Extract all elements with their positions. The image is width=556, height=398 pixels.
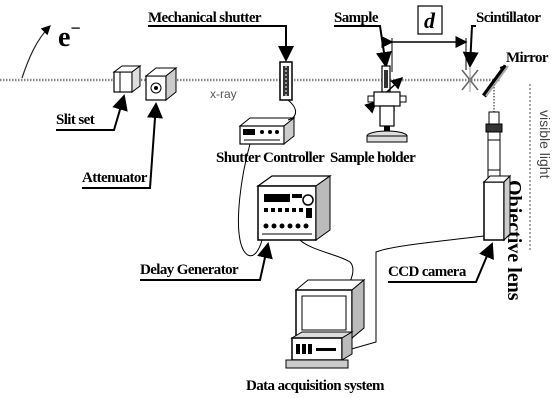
scintillator-leader [462,25,479,68]
distance-box [417,5,443,35]
mechanical-shutter [279,61,293,101]
distance-label: d [424,8,436,33]
ccd-camera [482,174,512,242]
attenuator-leader [82,102,163,189]
delay-generator-leader [140,242,273,281]
shutter-controller-label: Shutter Controller [216,150,325,166]
visible-light-label: visible light [537,110,553,179]
mirror-label: Mirror [506,50,549,66]
sample-holder [364,65,408,143]
scintillator [461,68,479,92]
mirror [481,64,509,98]
cable-controller-to-delay [238,143,263,257]
shutter-controller [238,116,296,146]
xray-label: x-ray [210,87,237,101]
sample-leader [334,25,392,68]
electron-trajectory [21,25,51,79]
sample-label: Sample [334,10,379,26]
slit-set [112,65,142,93]
ccd-camera-label: CCD camera [388,264,467,280]
delay-generator [256,175,332,241]
mechanical-shutter-leader [148,25,294,62]
data-acquisition-system-label: Data acquisition system [246,378,385,394]
data-acquisition-system [285,278,366,369]
delay-generator-label: Delay Generator [140,262,239,278]
sample-holder-label: Sample holder [330,150,416,166]
slit-set-label: Slit set [56,112,95,128]
cable-camera-to-computer [347,235,485,351]
scintillator-label: Scintillator [476,10,541,26]
mechanical-shutter-label: Mechanical shutter [148,10,262,26]
attenuator-label: Attenuator [82,170,148,186]
electron-label: e− [58,18,81,53]
cable-shutter-to-controller [287,99,296,121]
attenuator [144,66,178,102]
objective-lens [485,111,503,183]
ccd-camera-leader [388,242,494,283]
slit-set-leader [56,94,128,131]
